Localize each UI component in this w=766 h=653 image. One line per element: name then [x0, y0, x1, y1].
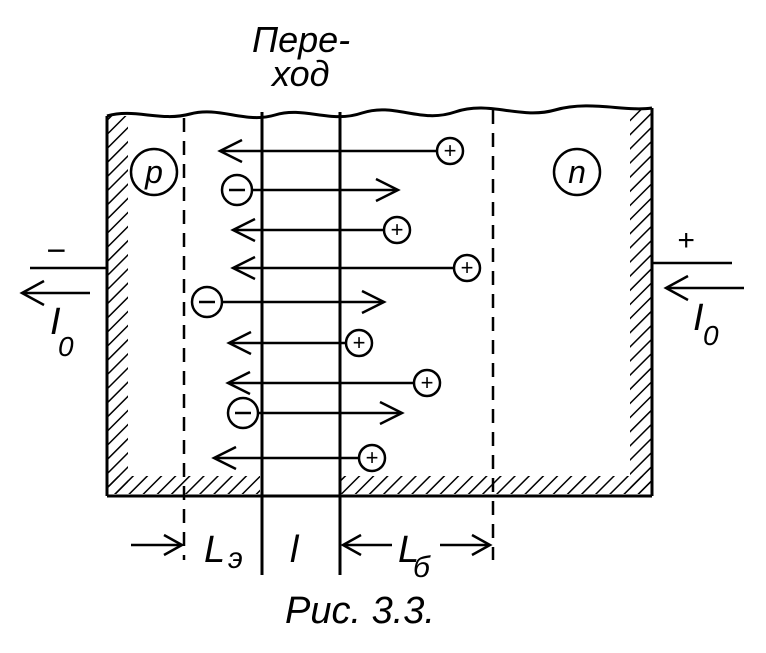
figure-caption: Рис. 3.3.: [285, 590, 435, 632]
junction-title-line2: ход: [270, 53, 330, 94]
base-length-subscript: б: [413, 551, 431, 584]
hole-arrow: +: [217, 136, 465, 166]
hole-arrow: +: [230, 253, 482, 283]
left-contact-hatching: [108, 116, 128, 494]
hole-arrow: +: [211, 443, 387, 473]
left-current-arrow: [19, 279, 90, 307]
svg-text:+: +: [366, 445, 379, 470]
right-current-label: I: [693, 297, 704, 339]
hole-arrow: +: [226, 328, 374, 358]
hole-arrow: +: [225, 368, 442, 398]
electron-arrow: [226, 396, 405, 430]
bottom-right-contact-hatching: [341, 476, 651, 494]
crystal-top-edge: [106, 104, 653, 120]
svg-text:+: +: [444, 138, 457, 163]
emitter-length-label: L: [204, 529, 225, 571]
junction-title-line1: Пере-: [252, 19, 350, 60]
electron-arrow: [190, 285, 387, 319]
emitter-length-subscript: э: [228, 542, 243, 575]
emitter-dimension-arrow: [131, 533, 185, 557]
left-current-label: I: [50, 301, 61, 343]
svg-text:p: p: [144, 154, 163, 190]
n-region-label: n: [552, 147, 602, 197]
svg-text:+: +: [421, 370, 434, 395]
bottom-left-contact-hatching: [108, 476, 260, 494]
right-current-arrow: [663, 274, 744, 302]
junction-width-label: l: [290, 529, 300, 571]
right-current-subscript: 0: [703, 320, 719, 351]
right-contact-hatching: [630, 110, 651, 494]
left-terminal-sign: −: [46, 232, 66, 270]
right-terminal-sign: +: [677, 224, 695, 257]
base-length-label: L: [398, 529, 419, 571]
hole-arrow: +: [230, 215, 412, 245]
svg-text:+: +: [353, 330, 366, 355]
svg-text:+: +: [461, 255, 474, 280]
electron-arrow: [220, 173, 401, 207]
svg-text:n: n: [568, 154, 586, 190]
p-region-label: p: [129, 147, 179, 197]
left-current-subscript: 0: [58, 331, 74, 362]
svg-text:+: +: [391, 217, 404, 242]
base-dimension-arrow: [340, 533, 493, 557]
